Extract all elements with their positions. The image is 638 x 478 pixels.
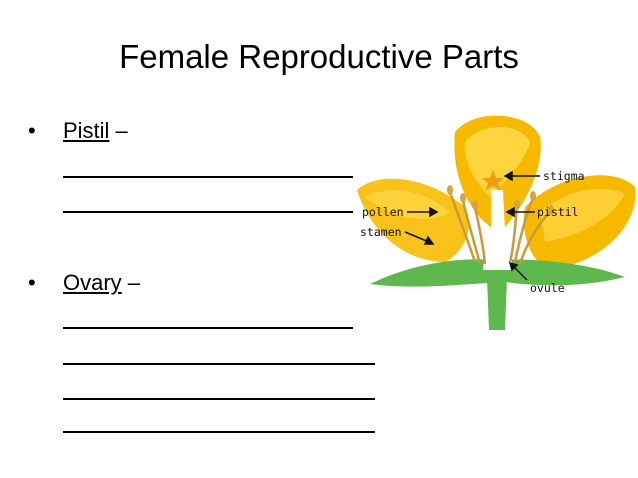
stamens [448, 191, 551, 265]
term-ovary: Ovary [63, 270, 122, 295]
petal-highlight [464, 127, 530, 197]
term-dash: – [127, 270, 140, 295]
term-pistil: Pistil [63, 118, 110, 143]
blank-line [63, 176, 353, 178]
term-dash: – [115, 118, 128, 143]
bullet-pistil: • Pistil – [28, 118, 128, 144]
label-stigma: stigma [543, 169, 585, 183]
anthers [447, 185, 554, 215]
label-pistil: pistil [537, 205, 579, 219]
flower-diagram: stigma pollen pistil stamen ovule [357, 115, 636, 330]
petal-highlight [540, 188, 625, 242]
blank-line [63, 431, 375, 433]
blank-line [63, 327, 353, 329]
label-pollen: pollen [362, 205, 404, 219]
bullet-ovary: • Ovary – [28, 270, 140, 296]
pistil-shape [483, 190, 513, 270]
label-stamen: stamen [360, 225, 402, 239]
label-ovule: ovule [530, 281, 565, 295]
receptacle [370, 259, 625, 287]
blank-line [63, 398, 375, 400]
bullet-dot-icon: • [28, 118, 36, 143]
label-arrows [404, 170, 540, 281]
stem [487, 277, 507, 330]
slide-title: Female Reproductive Parts [119, 38, 519, 75]
blank-line [63, 363, 375, 365]
blank-line [63, 211, 353, 213]
stigma-star [482, 170, 504, 191]
bullet-dot-icon: • [28, 270, 36, 295]
